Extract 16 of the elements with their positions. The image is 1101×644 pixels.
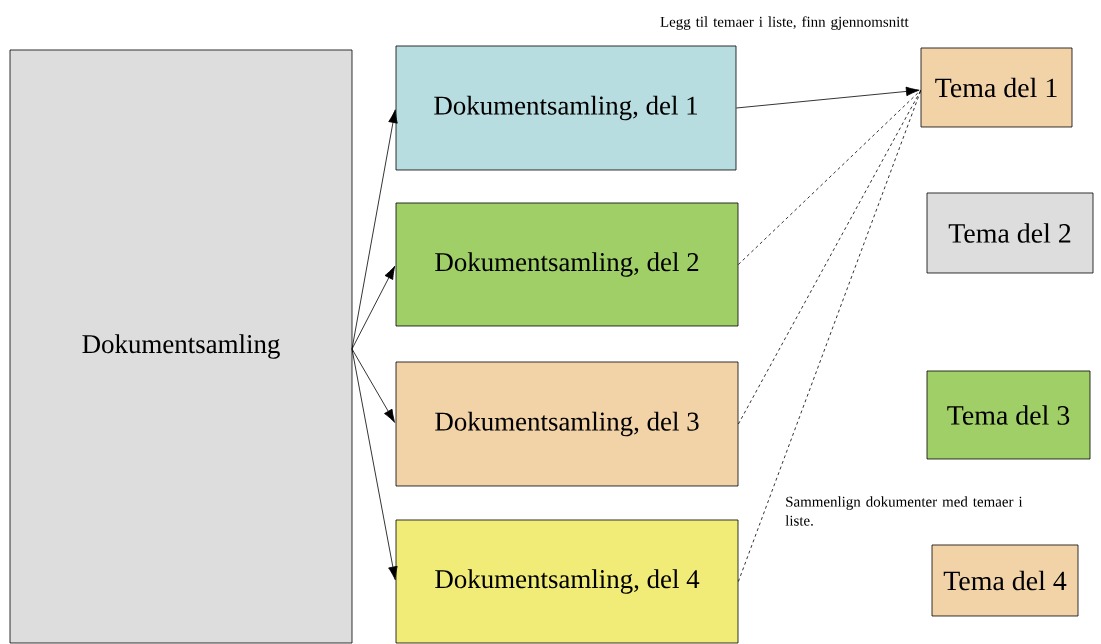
process-box: Dokumentsamling, del 2 (395, 202, 739, 327)
process-box: Dokumentsamling, del 1 (395, 45, 737, 171)
process-box: Dokumentsamling (9, 49, 353, 644)
note-text: Sammenlign dokumenter med temaer i liste. (785, 496, 1023, 526)
arrow (351, 348, 398, 581)
process-box: Dokumentsamling, del 3 (395, 361, 739, 487)
arrow (351, 109, 398, 350)
arrow (351, 265, 396, 350)
arrow (351, 348, 396, 423)
process-box: Dokumentsamling, del 4 (395, 519, 739, 644)
process-box: Tema del 2 (926, 192, 1094, 274)
process-box: Tema del 1 (920, 47, 1073, 128)
arrow (736, 86, 920, 109)
note-text: Legg til temaer i liste, finn gjennomsnitt (660, 16, 909, 30)
process-box: Tema del 4 (931, 544, 1079, 617)
process-box: Tema del 3 (926, 370, 1091, 460)
